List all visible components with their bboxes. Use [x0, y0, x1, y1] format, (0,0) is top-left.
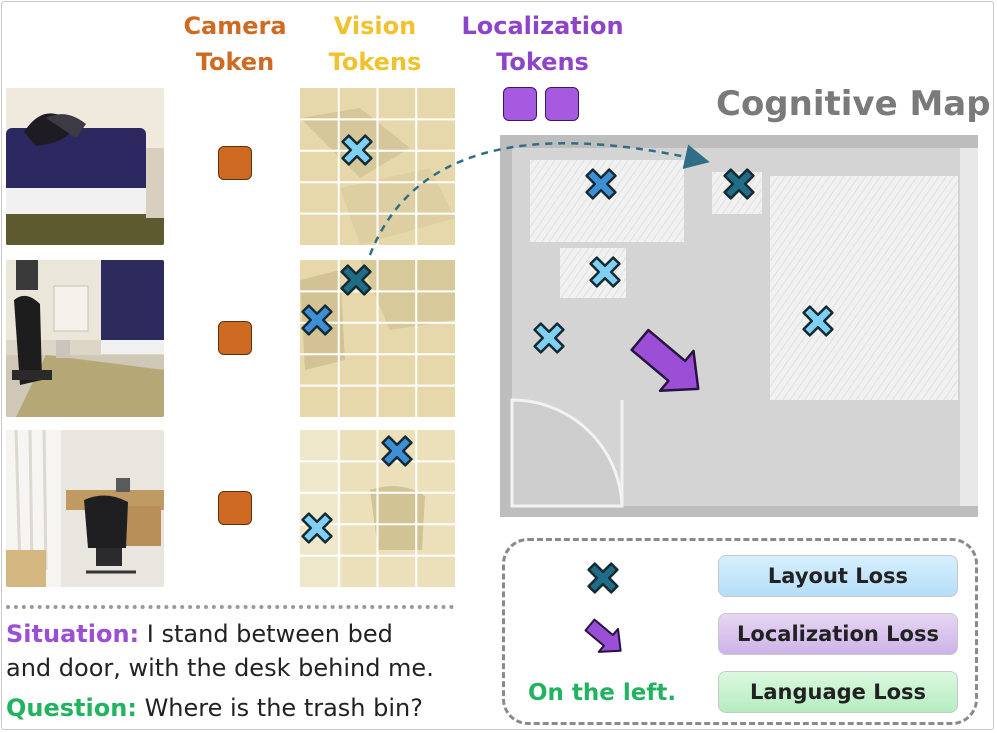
- situation-text-1: I stand between bed: [146, 620, 393, 648]
- layout-loss-label: Layout Loss: [718, 555, 958, 597]
- cognitive-map-title: Cognitive Map: [716, 84, 991, 124]
- vision-tokens-header-line1: Vision: [333, 12, 417, 40]
- situation-line1: Situation: I stand between bed: [6, 617, 393, 651]
- situation-text-2: and door, with the desk behind me.: [6, 654, 434, 682]
- camera-token-1: [218, 146, 252, 180]
- localization-tokens-header-line1: Localization: [461, 12, 624, 40]
- room-photo-bed: [6, 88, 164, 245]
- localization-loss-label: Localization Loss: [718, 613, 958, 655]
- localization-token-1: [503, 87, 537, 121]
- language-loss-label: Language Loss: [718, 671, 958, 713]
- localization-tokens-header: Localization Tokens: [450, 8, 635, 80]
- vision-token-grid-2: [300, 260, 455, 417]
- question-text: Where is the trash bin?: [144, 694, 423, 722]
- camera-token-header: Camera Token: [180, 8, 290, 80]
- vision-token-grid-1: [300, 88, 455, 245]
- localization-token-2: [545, 87, 579, 121]
- room-photo-desk: [6, 430, 164, 587]
- question-label: Question:: [6, 694, 137, 722]
- vision-tokens-header: Vision Tokens: [305, 8, 445, 80]
- section-separator: [6, 605, 454, 609]
- camera-token-header-line2: Token: [195, 48, 275, 76]
- camera-token-header-line1: Camera: [183, 12, 287, 40]
- question-line: Question: Where is the trash bin?: [6, 691, 423, 725]
- legend-box: [502, 538, 978, 725]
- camera-token-2: [218, 321, 252, 355]
- room-photo-nightstand: [6, 260, 164, 417]
- vision-token-grid-3: [300, 430, 455, 587]
- camera-token-3: [218, 491, 252, 525]
- situation-line2: and door, with the desk behind me.: [6, 651, 434, 685]
- situation-label: Situation:: [6, 620, 140, 648]
- localization-tokens-header-line2: Tokens: [496, 48, 589, 76]
- answer-text: On the left.: [528, 680, 677, 706]
- vision-tokens-header-line2: Tokens: [328, 48, 422, 76]
